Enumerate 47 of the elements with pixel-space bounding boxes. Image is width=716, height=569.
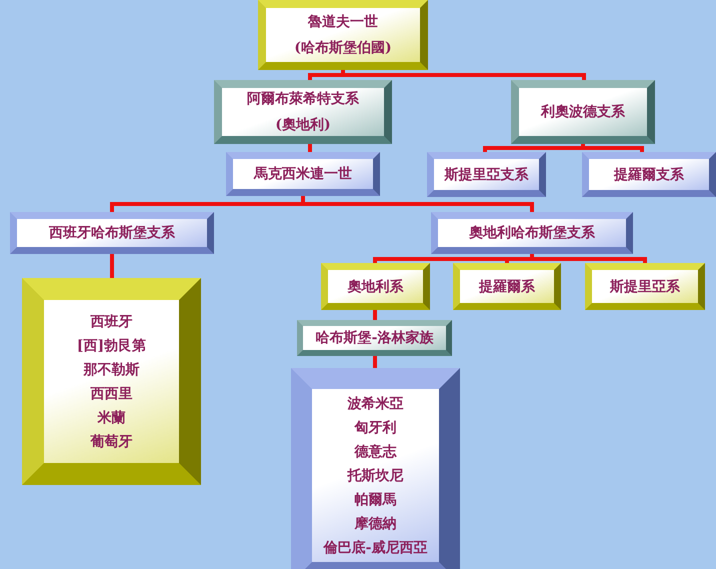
box-label: (哈布斯堡伯國) xyxy=(294,39,392,58)
box-label: 斯提里亞系 xyxy=(610,278,680,296)
bevel-box xyxy=(214,80,392,144)
connector-line xyxy=(301,196,534,212)
list-box xyxy=(291,368,460,569)
box-label: 奧地利系 xyxy=(348,278,404,296)
bevel-box xyxy=(453,263,561,310)
box-label: 哈布斯堡-洛林家族 xyxy=(316,328,434,348)
box-label: 帕爾馬 xyxy=(354,490,396,510)
box-label: 波希米亞 xyxy=(348,394,404,414)
box-label: 西西里 xyxy=(90,384,132,404)
connector-line xyxy=(373,356,377,368)
box-label: 葡萄牙 xyxy=(90,432,132,452)
box-label: 托斯坎尼 xyxy=(348,466,404,486)
bevel-box xyxy=(321,263,430,310)
box-label: 奧地利哈布斯堡支系 xyxy=(469,224,595,243)
box-label: (奧地利) xyxy=(275,116,331,135)
box-label: 倫巴底-威尼西亞 xyxy=(324,538,428,558)
box-label: 斯提里亞支系 xyxy=(444,166,528,184)
box-label: 摩德納 xyxy=(354,514,396,534)
bevel-box xyxy=(582,152,716,197)
connector-line xyxy=(110,254,114,278)
box-label: 米蘭 xyxy=(98,408,126,428)
bevel-box xyxy=(258,0,428,70)
box-label: 德意志 xyxy=(354,442,396,462)
box-label: 利奧波德支系 xyxy=(541,103,625,122)
connector-line xyxy=(308,144,312,152)
bevel-box xyxy=(10,212,214,254)
bevel-box xyxy=(427,152,546,197)
box-label: [西]勃艮第 xyxy=(76,336,146,356)
box-label: 西班牙 xyxy=(90,312,132,332)
bevel-box xyxy=(585,263,705,310)
box-label: 西班牙哈布斯堡支系 xyxy=(49,224,175,243)
connector-line xyxy=(373,310,377,320)
bevel-box xyxy=(511,80,655,144)
box-label: 馬克西米連一世 xyxy=(254,165,352,184)
bevel-box xyxy=(431,212,633,254)
box-label: 魯道夫一世 xyxy=(308,13,378,32)
list-box xyxy=(22,278,201,485)
bevel-box xyxy=(226,152,380,196)
connector-line xyxy=(530,254,647,263)
box-label: 提羅爾系 xyxy=(479,278,535,296)
box-label: 那不勒斯 xyxy=(84,360,140,380)
box-label: 阿爾布萊希特支系 xyxy=(247,90,359,109)
bevel-box xyxy=(297,320,452,356)
box-label: 匈牙利 xyxy=(354,418,396,438)
box-label: 提羅爾支系 xyxy=(614,166,684,184)
